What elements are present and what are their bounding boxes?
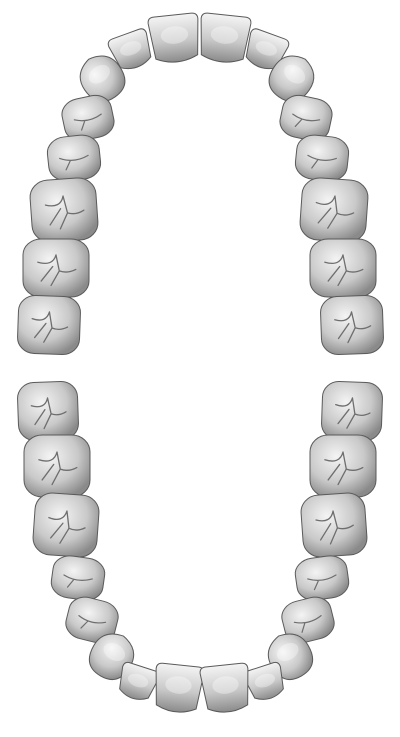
upper-right-first-molar-tooth xyxy=(29,177,99,243)
lower-left-lateral-incisor-tooth xyxy=(243,661,284,700)
lower-right-central-incisor-tooth xyxy=(155,662,205,713)
upper-right-canine-tooth xyxy=(79,55,126,103)
upper-arch xyxy=(17,12,384,355)
upper-left-central-incisor-tooth xyxy=(200,12,252,63)
lower-left-first-premolar-tooth xyxy=(281,596,335,644)
upper-left-first-molar-tooth xyxy=(299,177,369,243)
upper-right-central-incisor-tooth xyxy=(147,12,199,63)
lower-left-central-incisor-tooth xyxy=(199,662,249,713)
lower-right-third-molar-tooth xyxy=(17,381,79,441)
lower-arch xyxy=(17,381,383,713)
upper-left-canine-tooth xyxy=(268,55,315,103)
upper-left-third-molar-tooth xyxy=(320,295,384,355)
upper-left-second-molar-tooth xyxy=(309,238,377,298)
upper-right-second-premolar-tooth xyxy=(46,134,102,182)
upper-right-lateral-incisor-tooth xyxy=(107,28,152,70)
upper-left-lateral-incisor-tooth xyxy=(245,28,290,70)
upper-right-third-molar-tooth xyxy=(17,295,81,355)
upper-right-first-premolar-tooth xyxy=(61,94,115,142)
lower-left-second-molar-tooth xyxy=(309,434,377,498)
upper-right-second-molar-tooth xyxy=(22,238,90,298)
lower-right-first-premolar-tooth xyxy=(65,596,119,644)
lower-left-first-molar-tooth xyxy=(300,492,368,558)
upper-left-second-premolar-tooth xyxy=(294,134,350,182)
lower-left-second-premolar-tooth xyxy=(294,555,350,601)
lower-right-second-molar-tooth xyxy=(23,434,91,498)
lower-right-second-premolar-tooth xyxy=(50,555,106,601)
lower-right-first-molar-tooth xyxy=(32,492,100,558)
upper-left-first-premolar-tooth xyxy=(279,94,333,142)
lower-right-lateral-incisor-tooth xyxy=(119,661,160,700)
lower-left-third-molar-tooth xyxy=(321,381,383,441)
